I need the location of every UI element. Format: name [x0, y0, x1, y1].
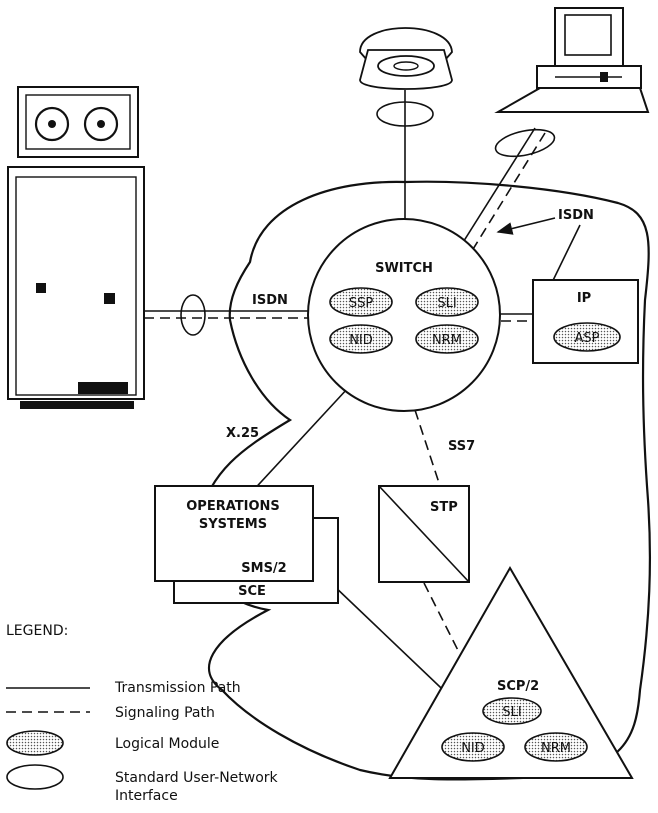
switch-module-sli: SLI — [416, 288, 478, 316]
switch-node — [308, 219, 500, 411]
svg-text:SLI: SLI — [437, 296, 456, 311]
svg-text:NID: NID — [349, 333, 373, 348]
legend-interface-symbol — [7, 765, 63, 789]
legend-interface-label-2: Interface — [115, 788, 178, 804]
legend: LEGEND: Transmission Path Signaling Path… — [6, 623, 279, 804]
legend-logical-module-label: Logical Module — [115, 736, 219, 752]
scp-module-sli: SLI — [483, 698, 541, 724]
svg-text:SLI: SLI — [502, 705, 521, 720]
isdn-right-label: ISDN — [558, 208, 594, 223]
ss7-label: SS7 — [448, 439, 475, 454]
switch-module-nrm: NRM — [416, 325, 478, 353]
switch-module-ssp: SSP — [330, 288, 392, 316]
stp-title: STP — [430, 500, 458, 515]
svg-text:ASP: ASP — [575, 331, 600, 346]
isdn-arrow-upper — [498, 218, 555, 232]
isdn-left-label: ISDN — [252, 293, 288, 308]
ip-module-asp: ASP — [554, 323, 620, 351]
svg-text:NRM: NRM — [541, 741, 571, 756]
switch-title: SWITCH — [375, 261, 433, 276]
ip-title: IP — [577, 291, 591, 306]
operations-title-1: OPERATIONS — [186, 499, 280, 514]
legend-transmission-label: Transmission Path — [114, 680, 241, 696]
svg-text:NRM: NRM — [432, 333, 462, 348]
legend-logical-module-symbol — [7, 731, 63, 755]
telephone-icon — [360, 28, 452, 89]
computer-terminal-icon — [498, 8, 648, 112]
terminal-signaling-line — [465, 133, 545, 262]
scp-module-nid: NID — [442, 733, 504, 761]
switch-module-nid: NID — [330, 325, 392, 353]
sms-label: SMS/2 — [241, 561, 286, 576]
mainframe-computer-icon — [8, 87, 144, 409]
x25-label: X.25 — [226, 426, 259, 441]
svg-text:SSP: SSP — [349, 296, 374, 311]
legend-interface-label-1: Standard User-Network — [115, 770, 279, 786]
operations-title-2: SYSTEMS — [199, 517, 267, 532]
legend-signaling-label: Signaling Path — [115, 705, 215, 721]
legend-title: LEGEND: — [6, 623, 68, 639]
svg-text:NID: NID — [461, 741, 485, 756]
ss7-signaling-line — [415, 410, 440, 486]
sce-label: SCE — [238, 584, 266, 599]
scp-module-nrm: NRM — [525, 733, 587, 761]
mainframe-interface-ellipse — [181, 295, 205, 335]
scp-title: SCP/2 — [497, 679, 539, 694]
x25-transmission-line — [248, 388, 348, 496]
